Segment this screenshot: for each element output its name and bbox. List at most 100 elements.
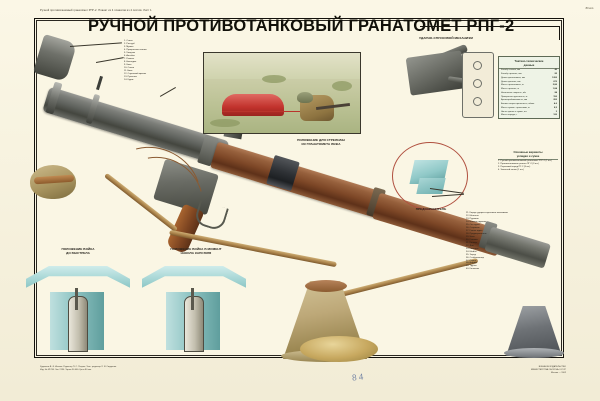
- spec-value: 40: [554, 69, 557, 72]
- spec-value: 84: [554, 91, 557, 94]
- ammo-note-block: Основные варианты укладки и сумке 1. Руч…: [498, 148, 558, 172]
- spec-name: Бронепробиваемость, мм: [501, 99, 528, 102]
- ammo-note-item: 4. Запасной пенал (1 шт.): [498, 168, 524, 171]
- parts-legend-item: 31. Кольцо: [466, 241, 477, 244]
- cutaway-striker-core: [68, 296, 88, 352]
- specs-table-row: Масса сумки с гранатами, кг 8,5: [499, 107, 559, 111]
- cutaway-firing-pin: [191, 288, 194, 310]
- parts-legend-item: 39. Трубка: [466, 265, 477, 268]
- scene-bush: [332, 81, 352, 91]
- spec-value: 8,5: [553, 106, 557, 109]
- spec-name: Число гранат в сумке, шт: [501, 110, 527, 113]
- trajectory-line: [222, 111, 334, 112]
- spec-name: Длина гранаты, мм: [501, 80, 521, 83]
- specs-table-row: Калибр ствола, мм 40: [499, 69, 559, 73]
- spec-value: 2,86: [552, 84, 557, 87]
- parts-legend-item: 32. Дно: [466, 244, 474, 247]
- carrying-bag-opening: [305, 280, 347, 292]
- parts-legend-item: 6. Антабка: [124, 54, 135, 57]
- handwritten-mark: 8 4: [351, 371, 364, 383]
- spec-name: Масса сумки с гранатами, кг: [501, 106, 530, 109]
- spec-name: Масса заряда, г: [501, 114, 518, 117]
- ammo-note-item: 2. Противотанковая граната ПГ-2 (3 шт.): [498, 162, 539, 165]
- firing-position-scene: [203, 52, 361, 134]
- striker-before-label: ПОЛОЖЕНИЕ БОЙКА ДО ВЫСТРЕЛА: [61, 247, 95, 255]
- specs-table-row: Бронепробиваемость, мм 200: [499, 99, 559, 103]
- spec-value: 1,84: [552, 88, 557, 91]
- scene-bush: [262, 75, 286, 83]
- parts-legend-item: 3. Мушка: [124, 45, 134, 48]
- footer-credits-left: Художник В. Ф. Иванов. Редактор П. С. Пе…: [40, 366, 117, 371]
- parts-legend-item: 4. Прицельная планка: [124, 48, 147, 51]
- brass-disc-component: [300, 336, 378, 362]
- specs-table-row: Масса заряда, г 120: [499, 114, 559, 118]
- parts-legend-item: 12. Спусковой крючок: [124, 72, 147, 75]
- parts-legend-item: 40. Колпачок: [466, 268, 480, 271]
- safety-label: ПРЕДОХРАНИТЕЛЬ: [415, 207, 447, 211]
- parts-legend-item: 10. Сопло: [124, 66, 135, 69]
- spec-name: Прицельная дальность, м: [501, 95, 528, 98]
- parts-legend-item: 24. Боевая пружина: [466, 220, 487, 223]
- spec-value: 670: [553, 80, 557, 83]
- cutaway-firing-pin: [75, 288, 78, 310]
- spec-name: Длина гранатомета, мм: [501, 76, 525, 79]
- spec-value: 120: [553, 114, 557, 117]
- mechanism-mount-plate: [462, 52, 494, 118]
- striker-moment-label: ПОЛОЖЕНИЕ БОЙКА В МОМЕНТ НАКОЛА КАПСЮЛЯ: [170, 247, 222, 255]
- specs-table-row: Калибр гранаты, мм 82: [499, 73, 559, 77]
- safety-inset: [392, 142, 468, 210]
- cutaway-striker-core: [184, 296, 204, 352]
- spec-value: 1200: [552, 76, 557, 79]
- launcher-bell-muzzle: [32, 33, 78, 83]
- parts-legend-item: 26. Стержень: [466, 226, 480, 229]
- parts-legend-item: 35. Заряд: [466, 253, 476, 256]
- metal-cone-base: [504, 348, 564, 358]
- parts-legend-item: 27. Гнеток курка: [466, 229, 483, 232]
- page-title: РУЧНОЙ ПРОТИВОТАНКОВЫЙ ГРАНАТОМЕТ РПГ-2: [88, 17, 515, 35]
- parts-legend-item: 25. Ось курка: [466, 223, 480, 226]
- trigger-mechanism-label: УДАРНО-СПУСКОВОЙ МЕХАНИЗМ: [419, 36, 473, 40]
- parts-legend-item: 28. Предохранитель: [466, 232, 487, 235]
- specs-table: Тактико-технические данные Калибр ствола…: [498, 56, 560, 119]
- parts-legend-item: 22. Шептало: [466, 214, 479, 217]
- soldier-helmet: [297, 92, 313, 103]
- parts-legend-item: 33. Капсюль: [466, 247, 479, 250]
- specs-table-row: Длина гранатомета, мм 1200: [499, 77, 559, 81]
- parts-legend-item: 34. Шайба: [466, 250, 477, 253]
- ammo-note-title: Основные варианты укладки и сумке: [498, 148, 558, 160]
- ammo-note-items: 1. Ручной противотанковый гранатомет РПГ…: [498, 160, 558, 172]
- title-rule: [420, 26, 560, 28]
- parts-legend-item: 38. Втулка: [466, 262, 477, 265]
- specs-table-title: Тактико-технические данные: [499, 57, 559, 69]
- trigger-mechanism-inset: [404, 43, 494, 118]
- cutaway-striker-before: [24, 252, 132, 352]
- parts-legend-item: 30. Головка: [466, 238, 478, 241]
- spec-value: 82: [554, 73, 557, 76]
- spec-name: Боевая скорострельность, в/мин: [501, 103, 535, 106]
- parts-legend-item: 5. Хомутик: [124, 51, 135, 54]
- parts-legend-item: 8. Накладка: [124, 60, 137, 63]
- safety-callout-circle: [392, 142, 468, 210]
- parts-legend-item: 21. Корпус ударно-спускового механизма: [466, 212, 508, 214]
- spec-value: 3: [555, 110, 557, 113]
- spec-value: 200: [553, 99, 557, 102]
- spec-name: Калибр ствола, мм: [501, 69, 521, 72]
- plate-hole-icon: [473, 79, 482, 88]
- parts-legend-item: 23. Пружина: [466, 217, 479, 220]
- parts-legend-item: 1. Ствол: [124, 40, 133, 42]
- safety-base-part: [416, 178, 446, 194]
- launcher-wood-body: [210, 141, 387, 219]
- spec-name: Калибр гранаты, мм: [501, 73, 522, 76]
- corner-price-code: 80 коп.: [585, 7, 594, 10]
- specs-table-row: Число гранат в сумке, шт 3: [499, 110, 559, 114]
- footer-publisher-right: ВОЕННОЕ ИЗДАТЕЛЬСТВО МИНИСТЕРСТВА ОБОРОН…: [531, 366, 566, 374]
- firing-position-label: ПОЛОЖЕНИЕ ДЛЯ СТРЕЛЬБЫ ИЗ ГРАНАТОМЕТА ЛЕ…: [297, 138, 345, 146]
- ammo-note-item: 3. Пороховой заряд ПГ-2 (3 шт.): [498, 165, 531, 168]
